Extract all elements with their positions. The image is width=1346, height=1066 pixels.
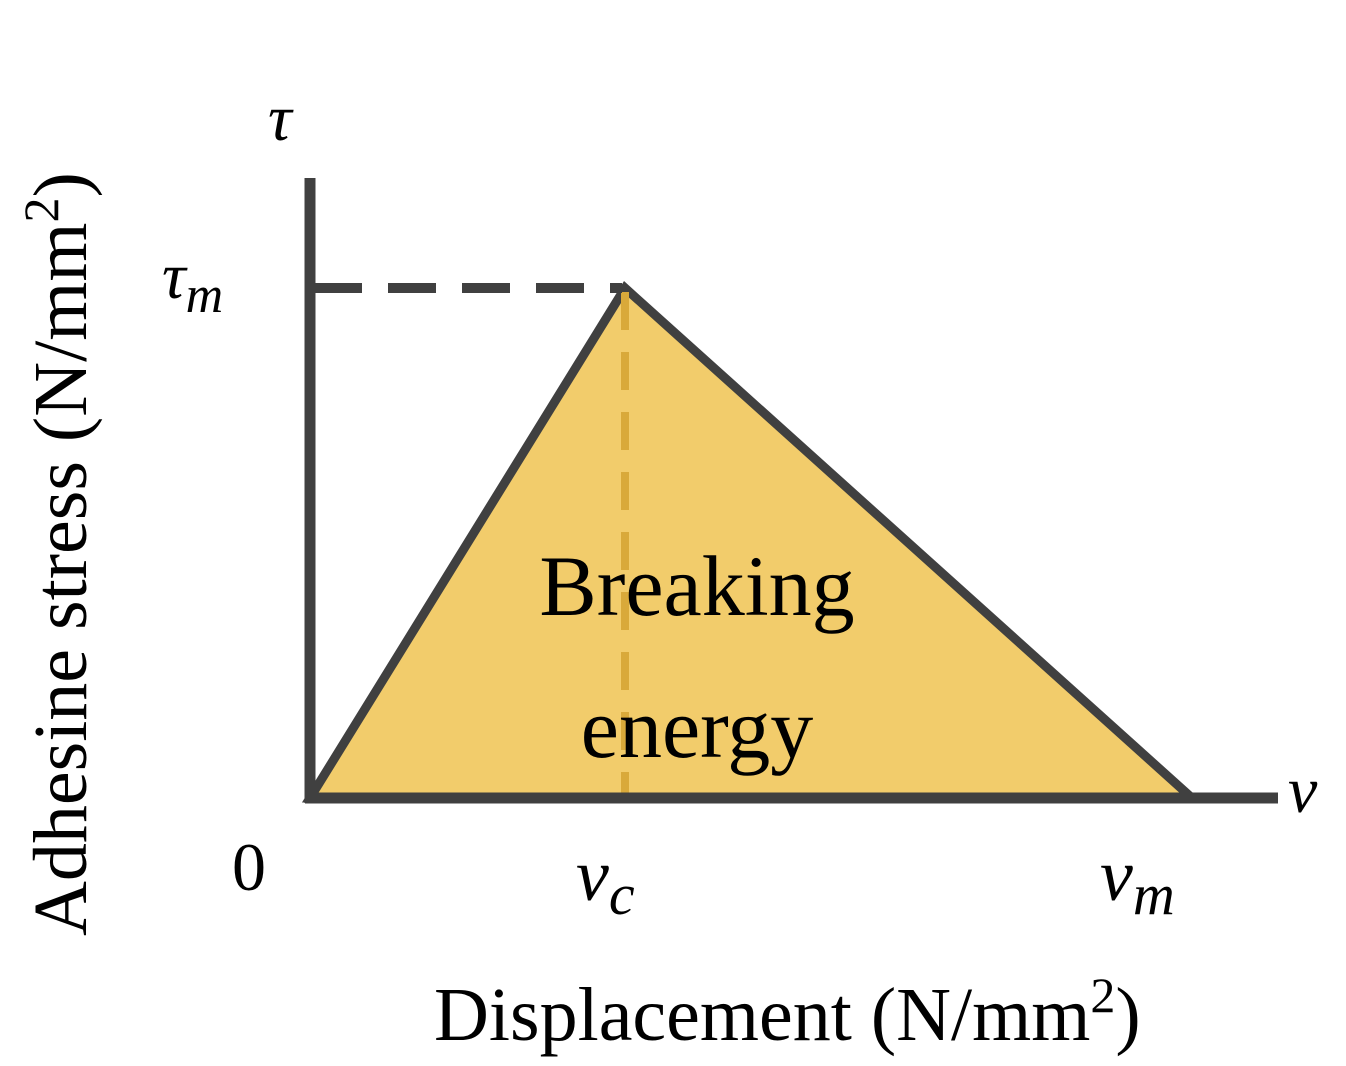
area-label-line2: energy <box>581 680 813 776</box>
x-axis-title: Displacement (N/mm2) <box>434 967 1141 1057</box>
y-axis-title-end: ) <box>19 172 103 197</box>
vm-subscript: m <box>1133 862 1175 927</box>
vm-symbol: v <box>1100 835 1133 917</box>
x-axis-symbol: v <box>1288 754 1318 827</box>
x-axis-title-end: ) <box>1115 973 1140 1057</box>
origin-label: 0 <box>232 829 266 905</box>
x-axis-title-sup: 2 <box>1090 967 1115 1023</box>
vc-symbol: v <box>576 835 609 917</box>
tau-m-symbol: τ <box>162 240 188 313</box>
tau-m-subscript: m <box>186 267 224 324</box>
y-axis-title-main: Adhesine stress (N/mm <box>19 223 103 936</box>
y-axis-symbol: τ <box>268 82 294 155</box>
y-axis-title: Adhesine stress (N/mm2) <box>13 172 103 936</box>
x-axis-title-main: Displacement (N/mm <box>434 973 1090 1057</box>
vc-label: vc <box>576 835 635 927</box>
y-axis-title-sup: 2 <box>13 198 69 223</box>
area-label-line1: Breaking <box>539 538 854 634</box>
vc-subscript: c <box>609 862 635 927</box>
vm-label: vm <box>1100 835 1175 927</box>
tau-m-label: τm <box>162 240 223 324</box>
